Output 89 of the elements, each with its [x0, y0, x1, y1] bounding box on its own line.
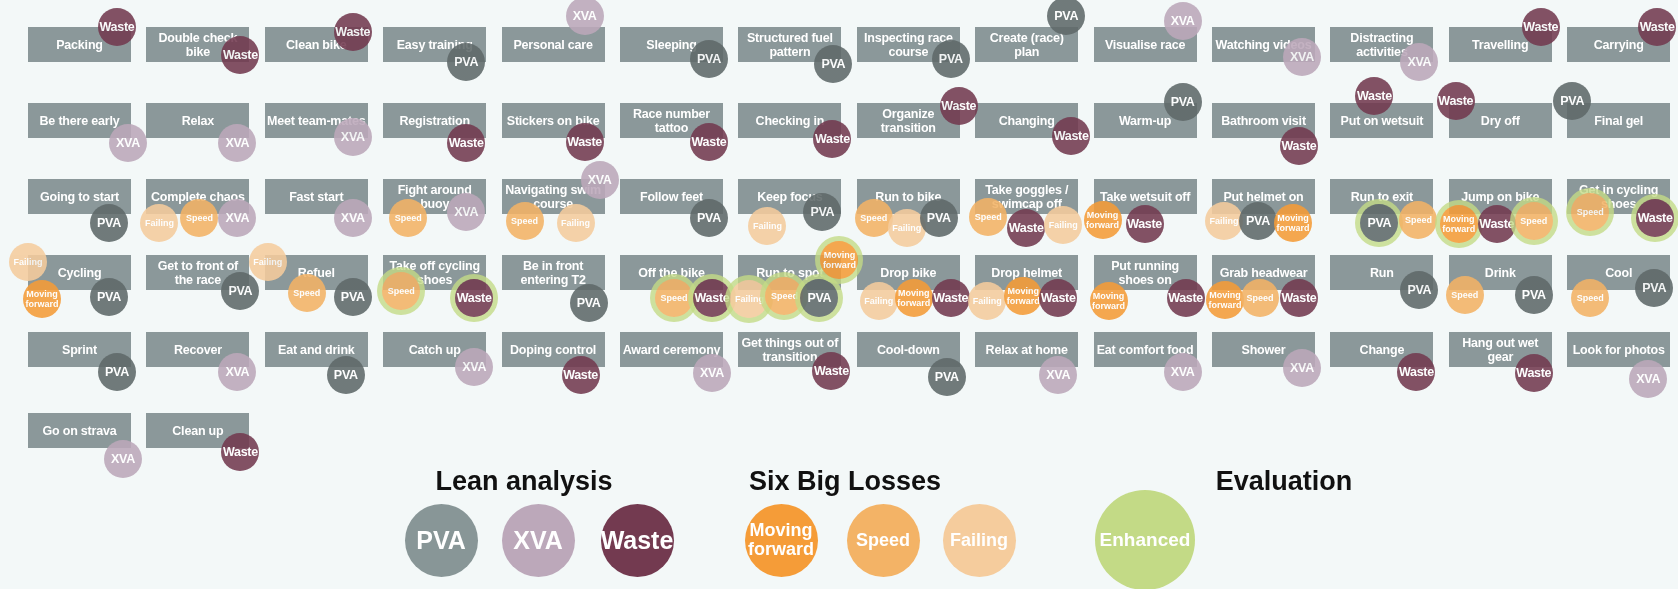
category-circle: XVA — [1629, 360, 1668, 398]
legend-heading: Evaluation — [1215, 466, 1353, 497]
category-circle: Waste — [1514, 354, 1553, 392]
activity-box: Go on strava — [28, 413, 131, 448]
category-circle: Waste — [1436, 82, 1475, 120]
activity-box: Hang out wet gear — [1448, 332, 1552, 367]
category-circle: PVA — [814, 45, 853, 83]
activity-box: Be there early — [28, 103, 131, 138]
activity-box: Award ceremony — [620, 332, 723, 367]
activity-box: Follow feet — [620, 179, 723, 214]
legend-swatch: PVA — [404, 503, 478, 577]
category-circle: PVA — [1047, 0, 1086, 35]
category-circle: Waste — [561, 356, 600, 394]
category-circle: Speed — [1399, 201, 1438, 239]
category-circle: Failing — [1205, 202, 1243, 240]
category-circle: PVA — [1635, 269, 1674, 307]
category-circle: Moving forward — [1083, 201, 1122, 239]
activity-box: Eat and drink — [264, 332, 368, 367]
category-circle: PVA — [1514, 276, 1553, 314]
category-circle: Failing — [748, 207, 787, 245]
category-circle: Waste — [1125, 205, 1164, 243]
category-circle: Failing — [859, 282, 898, 320]
legend-heading: Six Big Losses — [748, 466, 942, 497]
activity-box: Visualise race — [1093, 27, 1197, 62]
category-circle: XVA — [104, 440, 142, 478]
activity-box: Look for photos — [1567, 332, 1671, 367]
activity-box: Bathroom visit — [1212, 103, 1315, 138]
category-circle: XVA — [693, 354, 731, 392]
category-circle: PVA — [221, 272, 260, 310]
activity-box: Fast start — [264, 179, 368, 214]
activity-box: Get things out of transition — [738, 332, 842, 367]
activity-box: Stickers on bike — [501, 103, 605, 138]
category-circle: XVA — [1283, 349, 1321, 387]
legend-swatch: Moving forward — [744, 503, 818, 577]
legend-swatch: Failing — [942, 503, 1016, 577]
category-circle: XVA — [565, 0, 604, 35]
category-circle: Waste — [931, 279, 970, 317]
activity-box: Eat comfort food — [1093, 332, 1197, 367]
activity-box: Registration — [383, 103, 487, 138]
category-circle: XVA — [218, 353, 257, 391]
category-circle: PVA — [98, 353, 136, 391]
legend-swatch: Enhanced — [1095, 490, 1195, 589]
activity-box: Going to start — [28, 179, 131, 214]
category-circle: Waste — [690, 123, 728, 161]
category-circle: XVA — [1163, 2, 1202, 40]
category-circle: XVA — [1039, 356, 1078, 394]
activity-box: Relax — [146, 103, 250, 138]
category-circle: PVA — [1400, 271, 1439, 309]
category-circle: PVA — [90, 204, 128, 242]
category-circle: Failing — [968, 282, 1007, 320]
activity-box: Relax at home — [975, 332, 1079, 367]
activity-box: Change — [1330, 332, 1434, 367]
activity-box: Be in front entering T2 — [501, 255, 605, 290]
legend-heading: Lean analysis — [435, 466, 613, 497]
activity-box: Cool-down — [856, 332, 960, 367]
category-circle: PVA — [326, 356, 365, 394]
activity-box: Clean up — [146, 413, 250, 448]
category-circle: XVA — [1163, 353, 1202, 391]
activity-box: Doping control — [501, 332, 605, 367]
category-circle: Moving forward — [23, 280, 61, 318]
category-circle: Failing — [248, 243, 287, 281]
category-circle: Speed — [1445, 276, 1484, 314]
category-circle: Waste — [1355, 77, 1394, 115]
category-circle: Waste — [1280, 279, 1318, 317]
legend-swatch: Waste — [600, 503, 674, 577]
category-circle: Waste — [1280, 127, 1318, 165]
category-circle: Failing — [140, 204, 179, 242]
category-circle: PVA — [1553, 82, 1592, 120]
category-circle: Waste — [1039, 279, 1078, 317]
category-circle: Speed — [1571, 279, 1610, 317]
category-circle: Waste — [1397, 353, 1436, 391]
category-circle: PVA — [333, 278, 372, 316]
category-circle: PVA — [927, 358, 966, 396]
category-circle: Speed — [1241, 279, 1279, 317]
activity-box: Sprint — [28, 332, 131, 367]
legend-swatch: Speed — [846, 503, 920, 577]
activity-box: Race number tattoo — [620, 103, 723, 138]
legend-swatch: XVA — [501, 503, 575, 577]
category-circle: XVA — [218, 124, 257, 162]
category-circle: Waste — [939, 87, 978, 125]
category-circle: PVA — [569, 284, 608, 322]
activity-box: Create (race) plan — [975, 27, 1079, 62]
category-circle: Moving forward — [1274, 204, 1312, 242]
activity-box: Personal care — [501, 27, 605, 62]
category-circle: Failing — [9, 243, 47, 281]
category-circle: Waste — [447, 124, 486, 162]
activity-box: Recover — [146, 332, 250, 367]
category-circle: Moving forward — [1206, 281, 1244, 319]
activity-box: Put on wetsuit — [1330, 103, 1434, 138]
